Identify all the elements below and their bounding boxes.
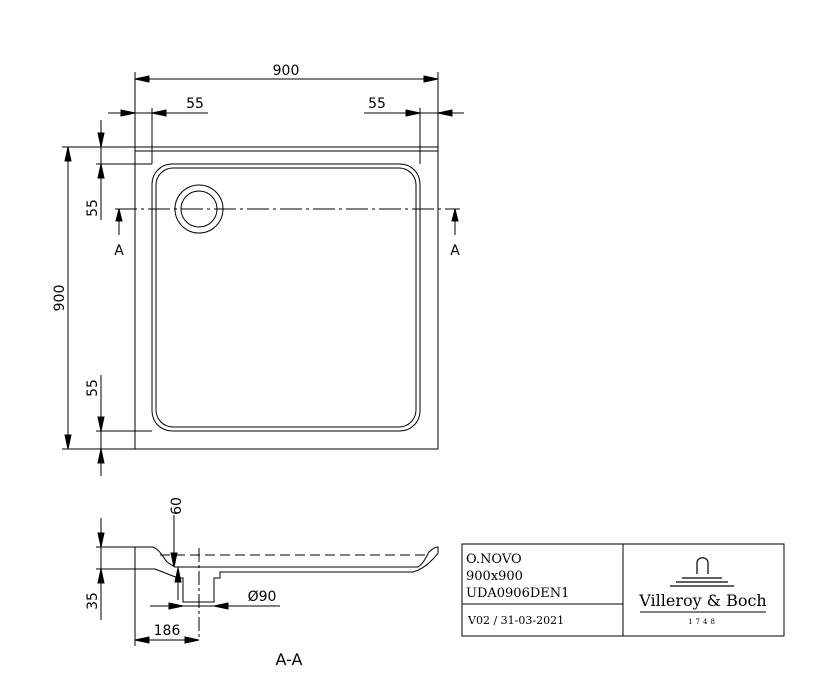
dim-width-label: 900 — [273, 63, 300, 79]
basin-inner-outline — [156, 168, 416, 427]
dimension-margins-top — [108, 108, 464, 164]
dim-drain-offset-label: 186 — [154, 623, 181, 639]
dimension-depth — [62, 147, 135, 449]
brand-name: Villeroy & Boch — [638, 591, 766, 610]
dim-left-margin-label: 55 — [186, 96, 204, 112]
dimension-drain-diameter — [150, 603, 280, 609]
section-view — [135, 547, 438, 640]
revision-date: V02 / 31-03-2021 — [467, 614, 564, 627]
dim-bottom-margin-label: 55 — [85, 379, 101, 397]
basin-outer-outline — [152, 164, 420, 431]
dimension-drain-offset — [135, 569, 199, 646]
title-line-1: O.NOVO — [466, 552, 522, 567]
section-marker-left: A — [114, 243, 124, 259]
dim-section-height-label: 60 — [169, 497, 185, 515]
dim-depth-label: 900 — [52, 285, 68, 312]
dimension-margins-side — [96, 120, 152, 476]
dimension-section-height — [171, 515, 181, 600]
dimension-width — [135, 72, 438, 147]
section-markers — [116, 209, 458, 235]
brand-year: 1748 — [688, 618, 718, 626]
title-line-2: 900x900 — [466, 569, 523, 584]
dim-drain-diameter-label: Ø90 — [248, 589, 277, 605]
tray-outline — [135, 147, 438, 449]
title-block — [462, 544, 784, 636]
plan-view — [115, 147, 460, 449]
dim-right-margin-label: 55 — [368, 96, 386, 112]
section-label: A-A — [276, 650, 303, 669]
dimension-section-thickness — [96, 518, 135, 620]
dim-section-thickness-label: 35 — [85, 592, 101, 610]
brand-logo-icon — [670, 558, 734, 586]
title-line-3: UDA0906DEN1 — [466, 586, 569, 601]
dim-top-margin-label: 55 — [85, 199, 101, 217]
section-marker-right: A — [450, 243, 460, 259]
